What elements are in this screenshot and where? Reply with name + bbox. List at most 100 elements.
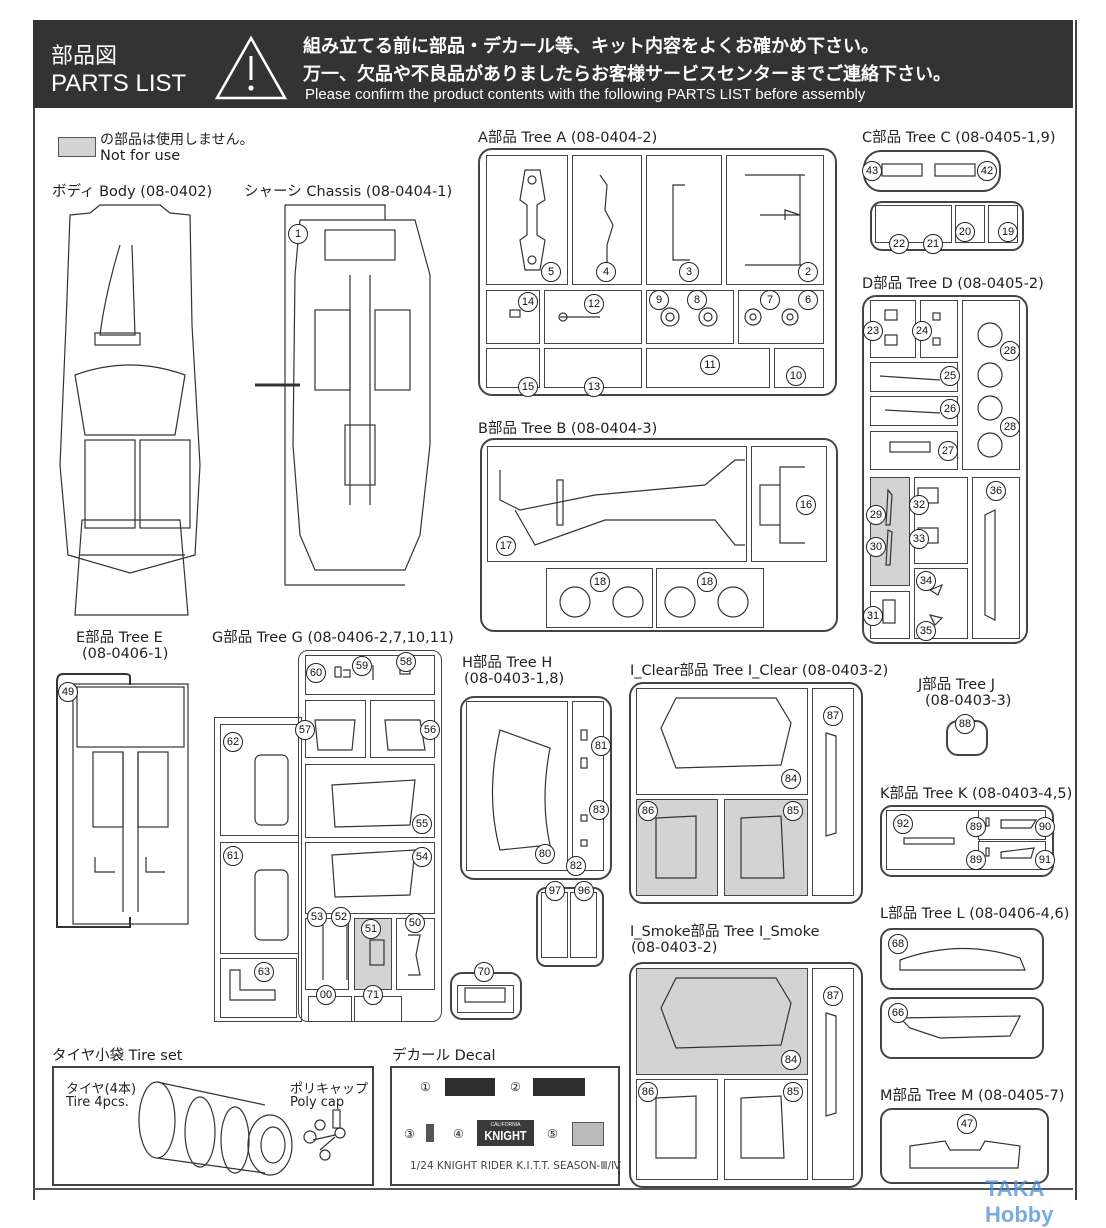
body-label: ボディ Body (08-0402)	[52, 184, 213, 200]
part-number: 11	[700, 355, 720, 375]
part-number: 56	[420, 720, 440, 740]
part-number: 27	[938, 441, 958, 461]
tree-h-cell	[570, 892, 597, 958]
tree-h-cell	[572, 701, 604, 871]
part-number: 35	[916, 621, 936, 641]
part-number: 85	[783, 801, 803, 821]
tree-h-label: H部品 Tree H	[462, 655, 553, 671]
polycap-drawing	[303, 1109, 346, 1161]
tire-drawing	[138, 1081, 346, 1176]
tree-a-parts-drawing	[519, 169, 805, 271]
tree-i-clear-label: I_Clear部品 Tree I_Clear (08-0403-2)	[630, 663, 889, 679]
tree-i-smoke-code: (08-0403-2)	[631, 940, 718, 956]
part-number: 23	[863, 321, 883, 341]
tree-l-sprue-68	[880, 928, 1044, 990]
not-for-use-swatch	[58, 137, 96, 157]
tree-g-label: G部品 Tree G (08-0406-2,7,10,11)	[212, 630, 454, 646]
part-number: 52	[331, 907, 351, 927]
part-number: 18	[590, 572, 610, 592]
tree-l-sprue-66	[880, 997, 1044, 1059]
tree-g-parts-drawing	[229, 665, 506, 1003]
part-number: 42	[977, 161, 997, 181]
chassis-drawing	[255, 204, 431, 586]
part-number: 59	[352, 656, 372, 676]
decal-label: デカール Decal	[392, 1048, 496, 1064]
part-number: 21	[923, 234, 943, 254]
part-number: 90	[1035, 817, 1055, 837]
part-number: 5	[541, 262, 561, 282]
part-number: 81	[591, 736, 611, 756]
part-number: 20	[955, 222, 975, 242]
tree-g-cell	[305, 700, 366, 758]
part-number: 53	[307, 907, 327, 927]
part-number: 60	[306, 663, 326, 683]
part-number: 30	[866, 537, 886, 557]
tree-m-bumper-drawing	[909, 1140, 1021, 1169]
tree-e-code: (08-0406-1)	[82, 646, 169, 662]
legend-jp: の部品は使用しません。	[100, 132, 254, 148]
tree-c-label: C部品 Tree C (08-0405-1,9)	[862, 130, 1056, 146]
title-en: PARTS LIST	[51, 70, 187, 97]
part-number: 8	[687, 290, 707, 310]
part-number: 96	[574, 881, 594, 901]
part-number: 24	[912, 321, 932, 341]
part-number: 54	[412, 847, 432, 867]
part-number: 18	[697, 572, 717, 592]
decal-dashboard-1	[445, 1078, 495, 1096]
part-number: 62	[223, 732, 243, 752]
bottom-rule	[33, 1188, 1073, 1190]
tree-e-label: E部品 Tree E	[76, 630, 163, 646]
part-number: 82	[566, 856, 586, 876]
part-number: 61	[223, 846, 243, 866]
part-number: 16	[796, 495, 816, 515]
part-number: 28	[1000, 341, 1020, 361]
tire-set-box	[52, 1066, 374, 1186]
decal-item-1: ①	[420, 1080, 431, 1094]
part-number: 33	[909, 529, 929, 549]
tree-b-label: B部品 Tree B (08-0404-3)	[478, 421, 658, 437]
part-number: 66	[888, 1003, 908, 1023]
part-number: 12	[584, 294, 604, 314]
decal-item-3: ③	[404, 1127, 415, 1141]
chassis-label: シャーシ Chassis (08-0404-1)	[244, 184, 453, 200]
polycap-jp: ポリキャップ	[290, 1082, 369, 1097]
notice-jp-2: 万一、欠品や不良品がありましたらお客様サービスセンターまでご連絡下さい。	[303, 64, 951, 85]
part-number: 70	[474, 962, 494, 982]
part-number: 47	[957, 1114, 977, 1134]
legend-en: Not for use	[100, 148, 181, 164]
part-number: 97	[545, 881, 565, 901]
part-number: 28	[1000, 417, 1020, 437]
tree-a-label: A部品 Tree A (08-0404-2)	[478, 130, 658, 146]
part-number: 6	[798, 290, 818, 310]
part-number: 22	[889, 234, 909, 254]
tree-d-cell	[914, 477, 968, 564]
tire-en: Tire 4pcs.	[66, 1095, 129, 1110]
page-frame	[33, 20, 1077, 1200]
watermark: TAKA Hobby	[985, 1176, 1054, 1227]
tree-m-label: M部品 Tree M (08-0405-7)	[880, 1088, 1065, 1104]
part-number: 57	[295, 720, 315, 740]
tree-h-cell	[466, 701, 568, 871]
tree-d-cell	[972, 477, 1020, 639]
tire-jp: タイヤ(4本)	[66, 1082, 137, 1097]
part-number: 25	[940, 366, 960, 386]
tree-i-smoke-cell-not-for-use	[636, 968, 808, 1075]
part-number: 58	[396, 652, 416, 672]
part-number: 32	[909, 495, 929, 515]
tree-d-parts-drawing	[879, 309, 1003, 627]
part-number: 92	[893, 814, 913, 834]
part-number: 2	[798, 262, 818, 282]
polycap-en: Poly cap	[290, 1095, 345, 1110]
tree-i-clear-cell	[636, 688, 808, 795]
decal-item-5: ⑤	[547, 1127, 558, 1141]
tree-d-cell	[962, 300, 1020, 470]
license-plate-decal: CALIFORNIA KNIGHT	[477, 1120, 534, 1146]
part-number: 89	[966, 850, 986, 870]
part-number: 4	[596, 262, 616, 282]
part-number: 83	[589, 800, 609, 820]
part-number: 71	[363, 985, 383, 1005]
part-number: 7	[760, 290, 780, 310]
part-number: 63	[254, 962, 274, 982]
header-banner: 部品図 PARTS LIST 組み立てる前に部品・デカール等、キット内容をよくお…	[33, 20, 1073, 108]
decal-dashboard-2	[533, 1078, 585, 1096]
